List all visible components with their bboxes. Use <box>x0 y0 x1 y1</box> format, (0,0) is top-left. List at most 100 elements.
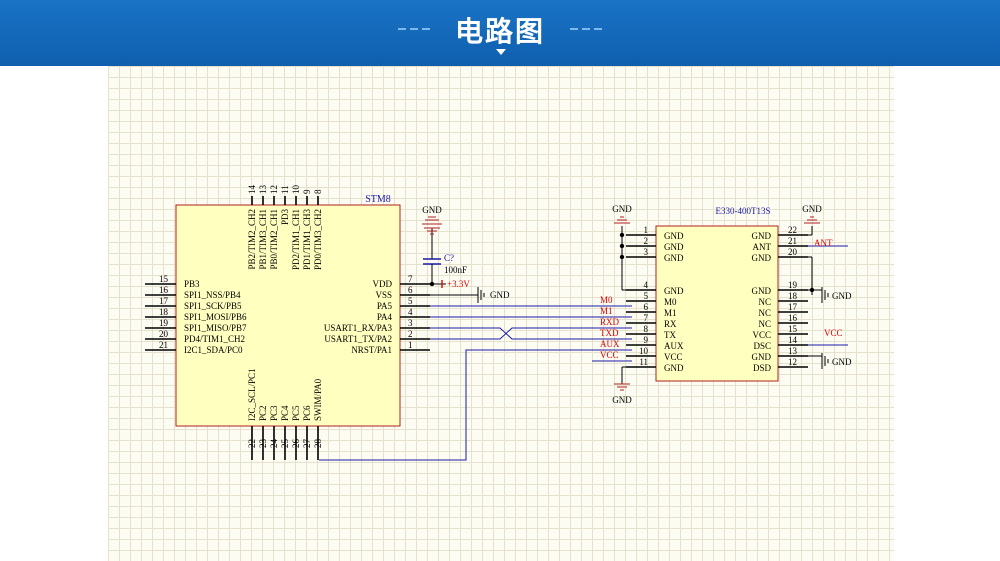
ground-label: GND <box>802 204 822 214</box>
stm8-pin-number: 11 <box>280 185 290 194</box>
stm8-pin-number: 28 <box>313 439 323 449</box>
stm8-pin-number: 17 <box>159 296 169 306</box>
junction-dot <box>619 232 625 238</box>
module-pin-name: NC <box>758 297 771 307</box>
net-label-m0: M0 <box>600 295 613 305</box>
module-pin-name: GND <box>752 286 772 296</box>
stm8-designator: STM8 <box>365 194 391 205</box>
module-body <box>655 225 779 382</box>
decor-dash <box>422 28 430 30</box>
module-pin-number: 10 <box>639 346 649 356</box>
stm8-pin-name: SPI1_MOSI/PB6 <box>184 312 247 322</box>
net-label-txd: TXD <box>600 328 619 338</box>
module-pin-number: 21 <box>788 236 797 246</box>
module-pin-name: VCC <box>664 352 683 362</box>
stm8-pin-number: 2 <box>408 329 413 339</box>
stm8-pin-name: PC2 <box>258 405 268 421</box>
module-pin-name: GND <box>752 231 772 241</box>
module-pin-name: RX <box>664 319 677 329</box>
stm8-pin-number: 25 <box>280 439 290 449</box>
module-pin-name: NC <box>758 308 771 318</box>
module-pin-number: 18 <box>788 291 798 301</box>
module-pin-name: VCC <box>752 330 771 340</box>
stm8-pin-name: PD0/TIM3_CH2 <box>313 209 323 270</box>
ground-label: GND <box>422 205 442 215</box>
stm8-pin-number: 7 <box>408 274 413 284</box>
stm8-pin-name: PA4 <box>377 312 393 322</box>
stm8-pin-name: PB2/TIM2_CH2 <box>247 209 257 270</box>
module-pin-number: 20 <box>788 247 798 257</box>
header-banner: 电路图 <box>0 0 1000 66</box>
stm8-pin-number: 21 <box>159 340 168 350</box>
stm8-pin-name: PB1/TIM3_CH1 <box>258 209 268 270</box>
stm8-pin-name: PC4 <box>280 405 290 421</box>
ground-label: GND <box>490 290 510 300</box>
stm8-pin-name: PC6 <box>302 405 312 421</box>
module-pin-name: TX <box>664 330 676 340</box>
module-pin-number: 8 <box>644 324 649 334</box>
stm8-pin-name: PC5 <box>291 405 301 421</box>
module-pin-number: 7 <box>644 313 649 323</box>
capacitor-value: 100nF <box>444 265 467 275</box>
stm8-pin-number: 1 <box>408 340 413 350</box>
junction-dot <box>619 243 625 249</box>
stm8-pin-number: 20 <box>159 329 169 339</box>
stm8-pin-name: USART1_TX/PA2 <box>324 334 392 344</box>
stm8-pin-number: 12 <box>269 185 279 194</box>
stm8-pin-name: VDD <box>373 279 393 289</box>
module-pin-number: 19 <box>788 280 798 290</box>
module-pin-name: M0 <box>664 297 677 307</box>
module-pin-name: NC <box>758 319 771 329</box>
module-pin-name: DSD <box>753 363 772 373</box>
net-label-vcc-right: VCC <box>824 328 843 338</box>
module-pin-number: 1 <box>644 225 649 235</box>
module-pin-number: 22 <box>788 225 797 235</box>
net-label-aux: AUX <box>600 339 620 349</box>
stm8-pin-number: 6 <box>408 285 413 295</box>
module-pin-name: GND <box>664 231 684 241</box>
module-pin-name: DSC <box>753 341 771 351</box>
stm8-pin-name: USART1_RX/PA3 <box>324 323 393 333</box>
net-label-rxd: RXD <box>600 317 620 327</box>
stm8-pin-number: 14 <box>247 185 257 195</box>
stm8-pin-name: NRST/PA1 <box>351 345 392 355</box>
net-pa2-rxd-wire <box>430 327 632 340</box>
stm8-pin-number: 22 <box>247 439 257 448</box>
stm8-pin-number: 18 <box>159 307 169 317</box>
module-pin-number: 12 <box>788 357 797 367</box>
junction-dot <box>429 281 435 287</box>
stm8-pin-name: PD1/TIM1_CH3 <box>302 209 312 271</box>
module-pin-number: 6 <box>644 302 649 312</box>
capacitor-designator: C? <box>444 253 454 263</box>
stm8-pin-name: SPI1_NSS/PB4 <box>184 290 241 300</box>
module-pin-number: 4 <box>644 280 649 290</box>
stm8-pin-number: 10 <box>291 185 301 195</box>
module-pin-number: 15 <box>788 324 798 334</box>
module-pin-number: 5 <box>644 291 649 301</box>
module-designator: E330-400T13S <box>716 206 771 216</box>
chevron-down-icon <box>496 49 506 55</box>
module-pin-number: 13 <box>788 346 798 356</box>
stm8-pin-name: PB0/TIM2_CH1 <box>269 209 279 270</box>
net-label-vcc: VCC <box>600 350 619 360</box>
stm8-pin-name: PB3 <box>184 279 200 289</box>
module-pin-number: 3 <box>644 247 649 257</box>
stm8-pin-number: 3 <box>408 318 413 328</box>
module-pin-number: 16 <box>788 313 798 323</box>
module-pin-name: M1 <box>664 308 677 318</box>
module-pin-name: GND <box>752 352 772 362</box>
stm8-pin-number: 9 <box>302 189 312 194</box>
module-pin-name: AUX <box>664 341 684 351</box>
stm8-pin-name: SPI1_MISO/PB7 <box>184 323 247 333</box>
decor-dash <box>410 28 418 30</box>
module-pin-number: 9 <box>644 335 649 345</box>
decor-dash <box>594 28 602 30</box>
module-pin-name: ANT <box>753 242 772 252</box>
stm8-pin-name: I2C1_SDA/PC0 <box>184 345 243 355</box>
junction-dot <box>619 254 625 260</box>
stm8-pin-name: SWIM/PA0 <box>313 378 323 421</box>
stm8-pin-name: PC3 <box>269 405 279 421</box>
stm8-pin-number: 8 <box>313 189 323 194</box>
stm8-pin-number: 23 <box>258 439 268 449</box>
